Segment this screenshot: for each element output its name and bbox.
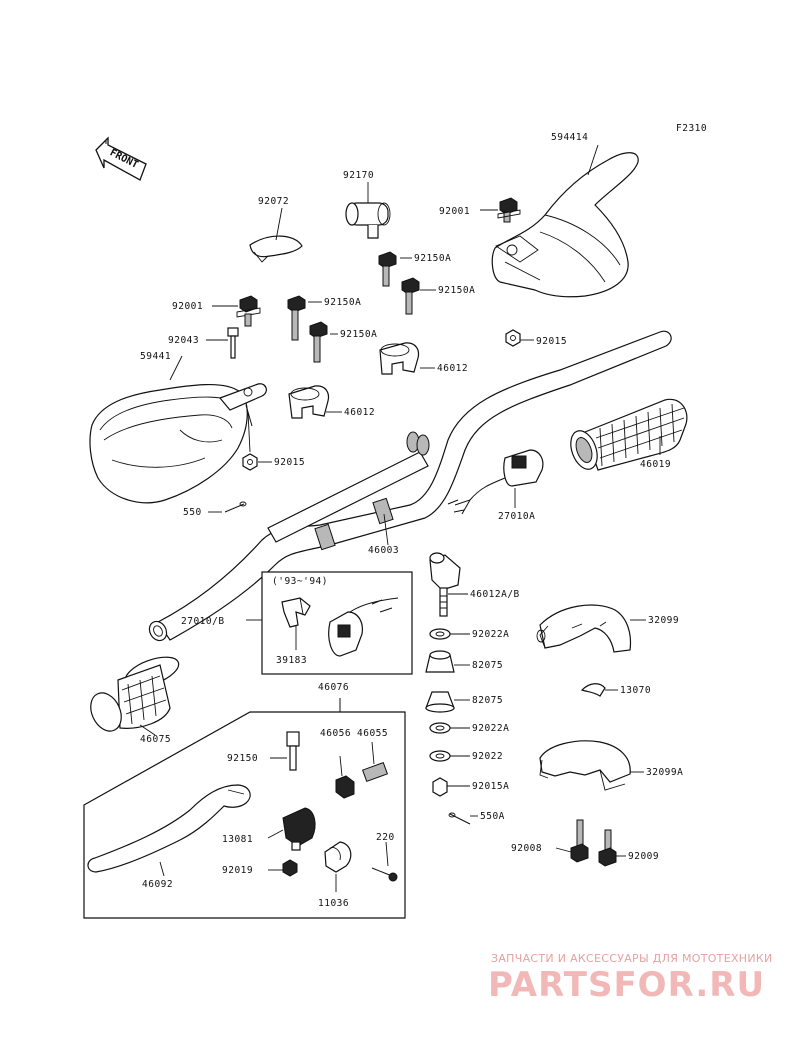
bolt-92150a-2 [287, 295, 306, 341]
figure-code: F2310 [676, 123, 707, 134]
screw-92043 [227, 327, 239, 359]
bolt-92001-top [497, 197, 521, 223]
label-59441: 59441 [140, 351, 171, 362]
label-82075-2: 82075 [472, 695, 503, 706]
clamp-32099a [539, 740, 631, 791]
nut-92015-top [505, 329, 521, 347]
label-92001-top: 92001 [439, 206, 470, 217]
bolt-92009 [598, 829, 617, 867]
label-550a: 550A [480, 811, 505, 822]
label-92015-left: 92015 [274, 457, 305, 468]
label-92019: 92019 [222, 865, 253, 876]
label-46012-upper: 46012 [437, 363, 468, 374]
bushing-82075-1 [425, 650, 455, 673]
label-92072: 92072 [258, 196, 289, 207]
label-46056: 46056 [320, 728, 351, 739]
watermark: ЗАПЧАСТИ И АКСЕССУАРЫ ДЛЯ МОТОТЕХНИКИ PA… [488, 952, 773, 1005]
grip-46075 [90, 656, 180, 732]
bolt-92150a-4 [309, 321, 328, 363]
label-39183: 39183 [276, 655, 307, 666]
watermark-subtitle: ЗАПЧАСТИ И АКСЕССУАРЫ ДЛЯ МОТОТЕХНИКИ [491, 952, 773, 965]
bolt-92008 [570, 819, 589, 863]
band-clamp-92072 [249, 235, 303, 263]
leader-lines [139, 144, 661, 892]
label-46019: 46019 [640, 459, 671, 470]
label-92170: 92170 [343, 170, 374, 181]
pin-550a [448, 812, 471, 825]
label-46092: 46092 [142, 879, 173, 890]
washer-92022a-2 [429, 722, 451, 734]
collar-92170 [345, 202, 391, 239]
front-direction-arrow: FRONT [95, 136, 147, 181]
label-46003: 46003 [368, 545, 399, 556]
bolt-92150a-1 [378, 251, 397, 287]
inset-27010b: ('93~'94) [261, 571, 413, 675]
part-13070 [580, 683, 606, 697]
label-27010a: 27010A [498, 511, 535, 522]
label-92001-left: 92001 [172, 301, 203, 312]
washer-92022a-1 [429, 628, 451, 640]
lever-assy-46076 [83, 698, 406, 919]
label-46055: 46055 [357, 728, 388, 739]
label-92015-top: 92015 [536, 336, 567, 347]
nut-92015a [432, 777, 448, 797]
label-11036: 11036 [318, 898, 349, 909]
label-13081: 13081 [222, 834, 253, 845]
label-46012-lower: 46012 [344, 407, 375, 418]
label-92022a-2: 92022A [472, 723, 509, 734]
label-46012ab: 46012A/B [470, 589, 520, 600]
bolt-92001-left [236, 295, 261, 327]
label-92022a-1: 92022A [472, 629, 509, 640]
handlebar-46003 [148, 330, 672, 642]
grip-46019 [570, 398, 688, 471]
holder-46012-lower [288, 385, 330, 419]
holder-46012ab [429, 552, 461, 617]
label-82075-1: 82075 [472, 660, 503, 671]
label-46076: 46076 [318, 682, 349, 693]
watermark-brand: PARTSFOR.RU [488, 965, 765, 1005]
hand-guard-59441 [89, 383, 267, 504]
bushing-82075-2 [425, 691, 455, 713]
label-13070: 13070 [620, 685, 651, 696]
label-32099a: 32099A [646, 767, 683, 778]
label-92043: 92043 [168, 335, 199, 346]
inset-date-range: ('93~'94) [272, 576, 328, 587]
label-550: 550 [183, 507, 202, 518]
holder-46012-upper [379, 342, 420, 375]
clamp-32099 [536, 604, 632, 653]
label-92150a-1: 92150A [414, 253, 451, 264]
label-92150: 92150 [227, 753, 258, 764]
label-92009: 92009 [628, 851, 659, 862]
label-92150a-2: 92150A [324, 297, 361, 308]
label-92008: 92008 [511, 843, 542, 854]
label-27010b: 27010/B [181, 616, 225, 627]
label-92015a: 92015A [472, 781, 509, 792]
label-92022: 92022 [472, 751, 503, 762]
washer-92022 [429, 750, 451, 762]
label-594414: 594414 [551, 132, 588, 143]
hand-guard-594414 [491, 152, 639, 298]
label-92150a-4: 92150A [340, 329, 377, 340]
bolt-92150a-3 [401, 277, 420, 315]
label-32099: 32099 [648, 615, 679, 626]
part-labels: 594414 92170 92072 92001 92150A 92150A 9… [140, 132, 683, 909]
label-220: 220 [376, 832, 395, 843]
label-46075: 46075 [140, 734, 171, 745]
pin-550 [224, 501, 247, 513]
nut-92015-left [242, 453, 258, 471]
switch-27010a [447, 449, 544, 515]
label-92150a-3: 92150A [438, 285, 475, 296]
